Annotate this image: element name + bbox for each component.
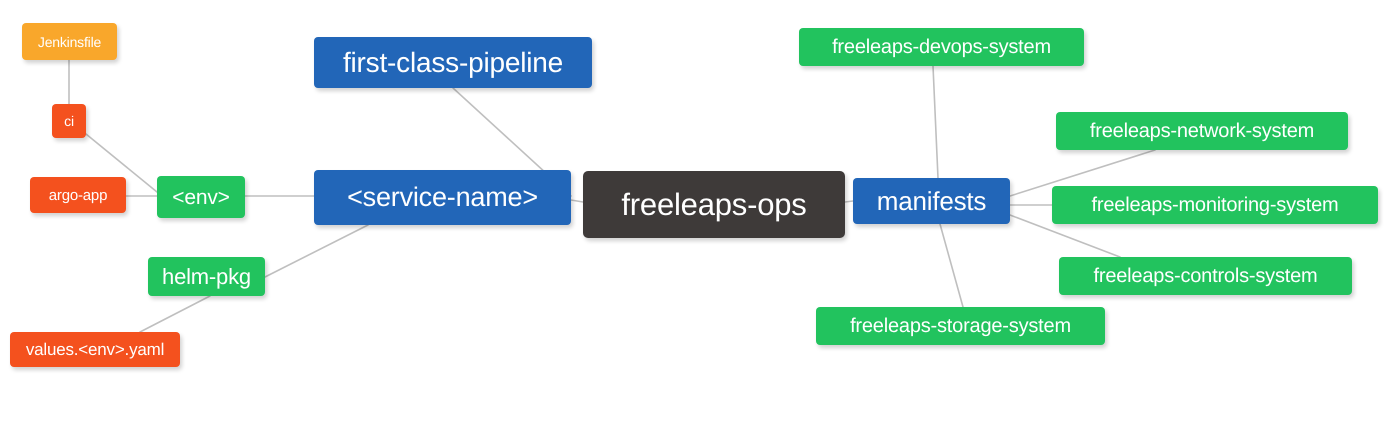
node-label: freeleaps-network-system (1089, 120, 1315, 142)
node-argo-app[interactable]: argo-app (30, 177, 126, 213)
node-label: Jenkinsfile (37, 33, 102, 50)
edge-service-name-to-freeleaps-ops (570, 199, 584, 203)
node-freeleaps-monitoring-system[interactable]: freeleaps-monitoring-system (1052, 186, 1378, 224)
node-label: helm-pkg (162, 263, 251, 289)
edge-helm-pkg-to-values-env-yaml (139, 295, 211, 333)
node-freeleaps-storage-system[interactable]: freeleaps-storage-system (816, 307, 1105, 345)
node-label: argo-app (48, 186, 108, 204)
node-label: <service-name> (347, 182, 538, 212)
node-label: ci (64, 113, 74, 129)
node-label: first-class-pipeline (342, 46, 564, 78)
node-first-class-pipeline[interactable]: first-class-pipeline (314, 37, 592, 88)
node-label: freeleaps-devops-system (832, 36, 1051, 58)
node-env[interactable]: <env> (157, 176, 245, 218)
node-freeleaps-controls-system[interactable]: freeleaps-controls-system (1059, 257, 1352, 295)
node-label: freeleaps-ops (621, 187, 807, 222)
node-label: values.<env>.yaml (25, 340, 165, 359)
node-label: freeleaps-storage-system (850, 315, 1071, 337)
node-freeleaps-devops-system[interactable]: freeleaps-devops-system (799, 28, 1084, 66)
node-manifests[interactable]: manifests (853, 178, 1010, 224)
node-label: manifests (876, 186, 987, 216)
node-service-name[interactable]: <service-name> (314, 170, 571, 225)
edge-manifests-to-freeleaps-storage-system (939, 223, 964, 308)
node-jenkinsfile[interactable]: Jenkinsfile (22, 23, 117, 60)
edge-service-name-to-helm-pkg (264, 224, 369, 278)
node-freeleaps-network-system[interactable]: freeleaps-network-system (1056, 112, 1348, 150)
node-freeleaps-ops[interactable]: freeleaps-ops (583, 171, 845, 238)
node-label: freeleaps-controls-system (1093, 265, 1318, 287)
node-label: <env> (172, 185, 230, 209)
node-helm-pkg[interactable]: helm-pkg (148, 257, 265, 296)
edge-manifests-to-freeleaps-devops-system (932, 65, 939, 179)
edge-freeleaps-ops-to-manifests (844, 200, 854, 203)
node-values-env-yaml[interactable]: values.<env>.yaml (10, 332, 180, 367)
node-ci[interactable]: ci (52, 104, 86, 138)
node-label: freeleaps-monitoring-system (1091, 194, 1339, 216)
